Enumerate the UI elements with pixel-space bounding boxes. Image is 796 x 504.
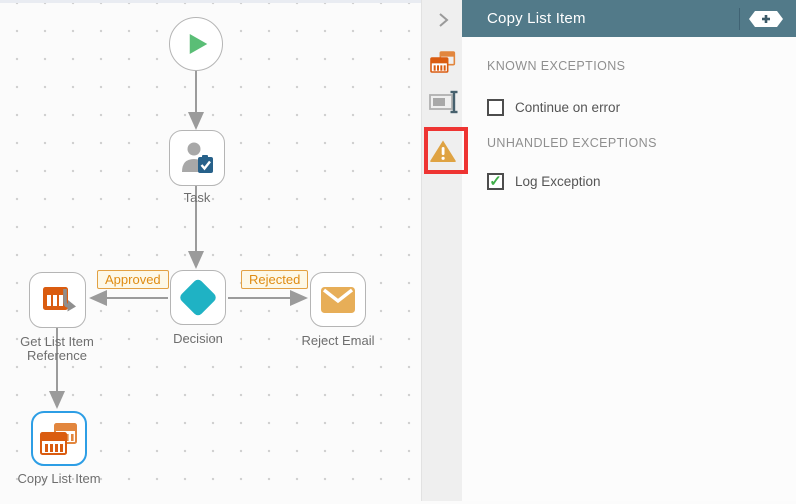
get-list-item-reference-node[interactable] bbox=[29, 272, 86, 328]
rail-tab-step[interactable] bbox=[422, 45, 463, 79]
panel-icon-rail bbox=[421, 0, 462, 501]
log-exception-checkbox[interactable] bbox=[487, 173, 504, 190]
diamond-icon bbox=[180, 279, 216, 316]
reject-email-label: Reject Email bbox=[301, 333, 375, 348]
task-node-label: Task bbox=[183, 190, 211, 205]
add-icon bbox=[749, 11, 783, 27]
decision-node-label: Decision bbox=[173, 331, 223, 346]
continue-on-error-label: Continue on error bbox=[515, 100, 621, 115]
flow-connectors bbox=[49, 71, 308, 409]
log-exception-row: Log Exception bbox=[487, 173, 601, 190]
task-node[interactable] bbox=[169, 130, 225, 186]
reject-email-node[interactable] bbox=[310, 272, 366, 327]
chevron-right-icon bbox=[438, 13, 449, 27]
play-icon bbox=[189, 34, 208, 54]
get-list-item-reference-label: Get List Item Reference bbox=[20, 334, 94, 363]
copy-list-item-node-label: Copy List Item bbox=[17, 471, 101, 486]
copy-list-item-node[interactable] bbox=[31, 411, 87, 466]
start-node[interactable] bbox=[169, 17, 223, 71]
copy-list-icon bbox=[429, 51, 455, 73]
annotation-highlight-box bbox=[424, 127, 468, 174]
known-exceptions-heading: KNOWN EXCEPTIONS bbox=[487, 59, 626, 73]
continue-on-error-row: Continue on error bbox=[487, 99, 620, 116]
rail-tab-exceptions[interactable] bbox=[422, 134, 463, 168]
user-task-icon bbox=[182, 142, 213, 173]
rail-tab-rename[interactable] bbox=[422, 85, 463, 119]
unhandled-exceptions-heading: UNHANDLED EXCEPTIONS bbox=[487, 136, 657, 150]
rename-icon bbox=[428, 90, 457, 114]
branch-label-approved[interactable]: Approved bbox=[97, 270, 169, 289]
log-exception-label: Log Exception bbox=[515, 174, 601, 189]
continue-on-error-checkbox[interactable] bbox=[487, 99, 504, 116]
branch-label-rejected[interactable]: Rejected bbox=[241, 270, 309, 289]
warning-icon bbox=[429, 140, 456, 162]
add-step-button[interactable] bbox=[749, 11, 783, 27]
panel-title: Copy List Item bbox=[487, 10, 586, 27]
decision-node[interactable] bbox=[170, 270, 226, 325]
panel-header: Copy List Item bbox=[462, 0, 796, 37]
envelope-icon bbox=[321, 286, 355, 313]
properties-panel: Copy List Item KNOWN EXCEPTIONS Continue… bbox=[462, 0, 796, 501]
copy-list-icon bbox=[40, 422, 77, 455]
header-divider bbox=[739, 8, 740, 30]
workflow-canvas[interactable]: Task Decision Approved Rejected Get List… bbox=[0, 0, 421, 501]
panel-collapse-button[interactable] bbox=[422, 3, 463, 37]
list-reference-icon bbox=[42, 287, 76, 312]
